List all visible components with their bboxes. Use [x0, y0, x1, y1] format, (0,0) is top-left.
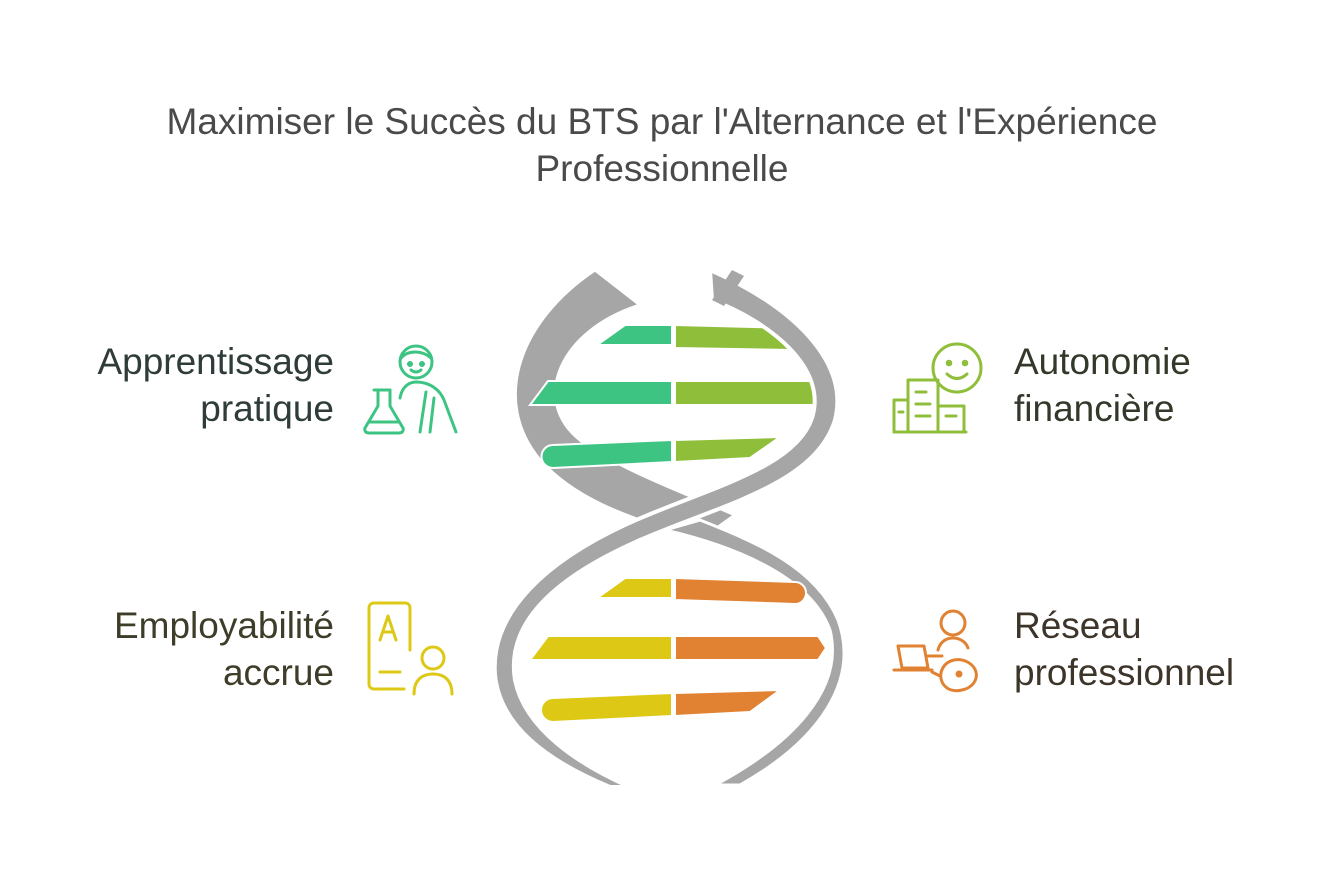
rung-5-right — [674, 635, 828, 661]
smile-building-icon — [892, 342, 983, 434]
label-reseau-professionnel: Réseau professionnel — [1014, 602, 1314, 696]
helix-strand-front — [492, 266, 840, 789]
rung-2-left — [528, 380, 673, 406]
rung-4-left — [593, 577, 673, 599]
label-employabilite-line-1: Employabilité — [113, 605, 334, 646]
grade-person-icon — [367, 601, 454, 696]
label-autonomie-line-2: financière — [1014, 388, 1175, 429]
title-line-2: Professionnelle — [535, 148, 789, 189]
label-autonomie-line-1: Autonomie — [1014, 341, 1191, 382]
network-laptop-icon — [892, 609, 978, 693]
label-reseau-line-1: Réseau — [1014, 605, 1142, 646]
rung-6-right — [674, 688, 784, 718]
label-employabilite-accrue: Employabilité accrue — [0, 602, 334, 696]
label-reseau-line-2: professionnel — [1014, 652, 1235, 693]
helix-strand-back-top-end — [712, 270, 744, 306]
label-autonomie-financiere: Autonomie financière — [1014, 338, 1314, 432]
student-lab-icon — [363, 344, 458, 435]
label-apprentissage-line-2: pratique — [200, 388, 334, 429]
rung-3-left — [540, 438, 673, 470]
rung-6-left — [540, 691, 673, 724]
rung-5-left — [528, 635, 673, 661]
title-line-1: Maximiser le Succès du BTS par l'Alterna… — [166, 101, 1158, 142]
rung-4-right — [674, 576, 807, 606]
diagram-title: Maximiser le Succès du BTS par l'Alterna… — [0, 98, 1324, 192]
rung-group-bottom — [528, 576, 828, 724]
rung-1-left — [593, 324, 673, 346]
rung-2-right — [674, 380, 828, 406]
label-apprentissage-line-1: Apprentissage — [97, 341, 334, 382]
rung-3-right — [674, 435, 784, 464]
label-apprentissage-pratique: Apprentissage pratique — [0, 338, 334, 432]
label-employabilite-line-2: accrue — [222, 652, 334, 693]
